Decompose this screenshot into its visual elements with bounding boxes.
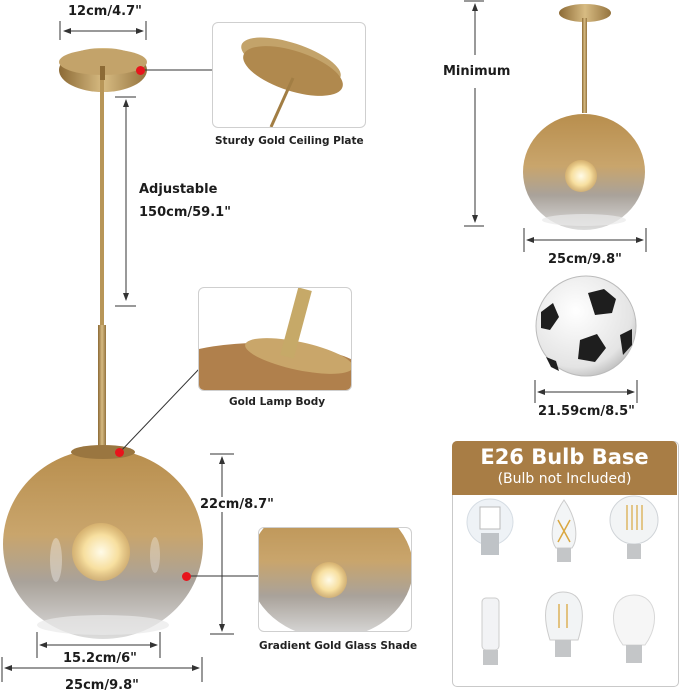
lamp-body-callout-dot (115, 448, 124, 457)
bulb-base-banner: E26 Bulb Base (Bulb not Included) (452, 441, 677, 495)
soccer-ball-icon (535, 275, 637, 377)
glass-shade-inset (258, 527, 412, 632)
shade-height-label: 22cm/8.7" (200, 497, 274, 512)
minimum-lamp-icon (523, 4, 645, 230)
glass-shade-caption: Gradient Gold Glass Shade (259, 640, 418, 652)
lamp-body-caption: Gold Lamp Body (229, 396, 326, 408)
shade-diameter-label: 25cm/9.8" (65, 678, 139, 693)
minimum-diameter-label: 25cm/9.8" (548, 252, 622, 267)
minimum-label: Minimum (443, 64, 511, 79)
adjustable-label: Adjustable (139, 182, 218, 197)
glass-shade-icon (3, 445, 203, 639)
shade-opening-label: 15.2cm/6" (63, 651, 137, 666)
glass-shade-callout-dot (182, 572, 191, 581)
lamp-body-inset (198, 287, 352, 391)
ceiling-plate-inset (212, 22, 366, 128)
rod-length-label: 150cm/59.1" (139, 205, 231, 220)
ceiling-plate-width-label: 12cm/4.7" (68, 4, 142, 19)
soccer-ball-diameter-label: 21.59cm/8.5" (538, 404, 635, 419)
ceiling-plate-callout-dot (136, 66, 145, 75)
bulb-base-title: E26 Bulb Base (480, 445, 649, 469)
ceiling-plate-caption: Sturdy Gold Ceiling Plate (215, 135, 364, 147)
ceiling-plate-icon (59, 48, 147, 92)
bulb-base-subtitle: (Bulb not Included) (497, 471, 632, 487)
